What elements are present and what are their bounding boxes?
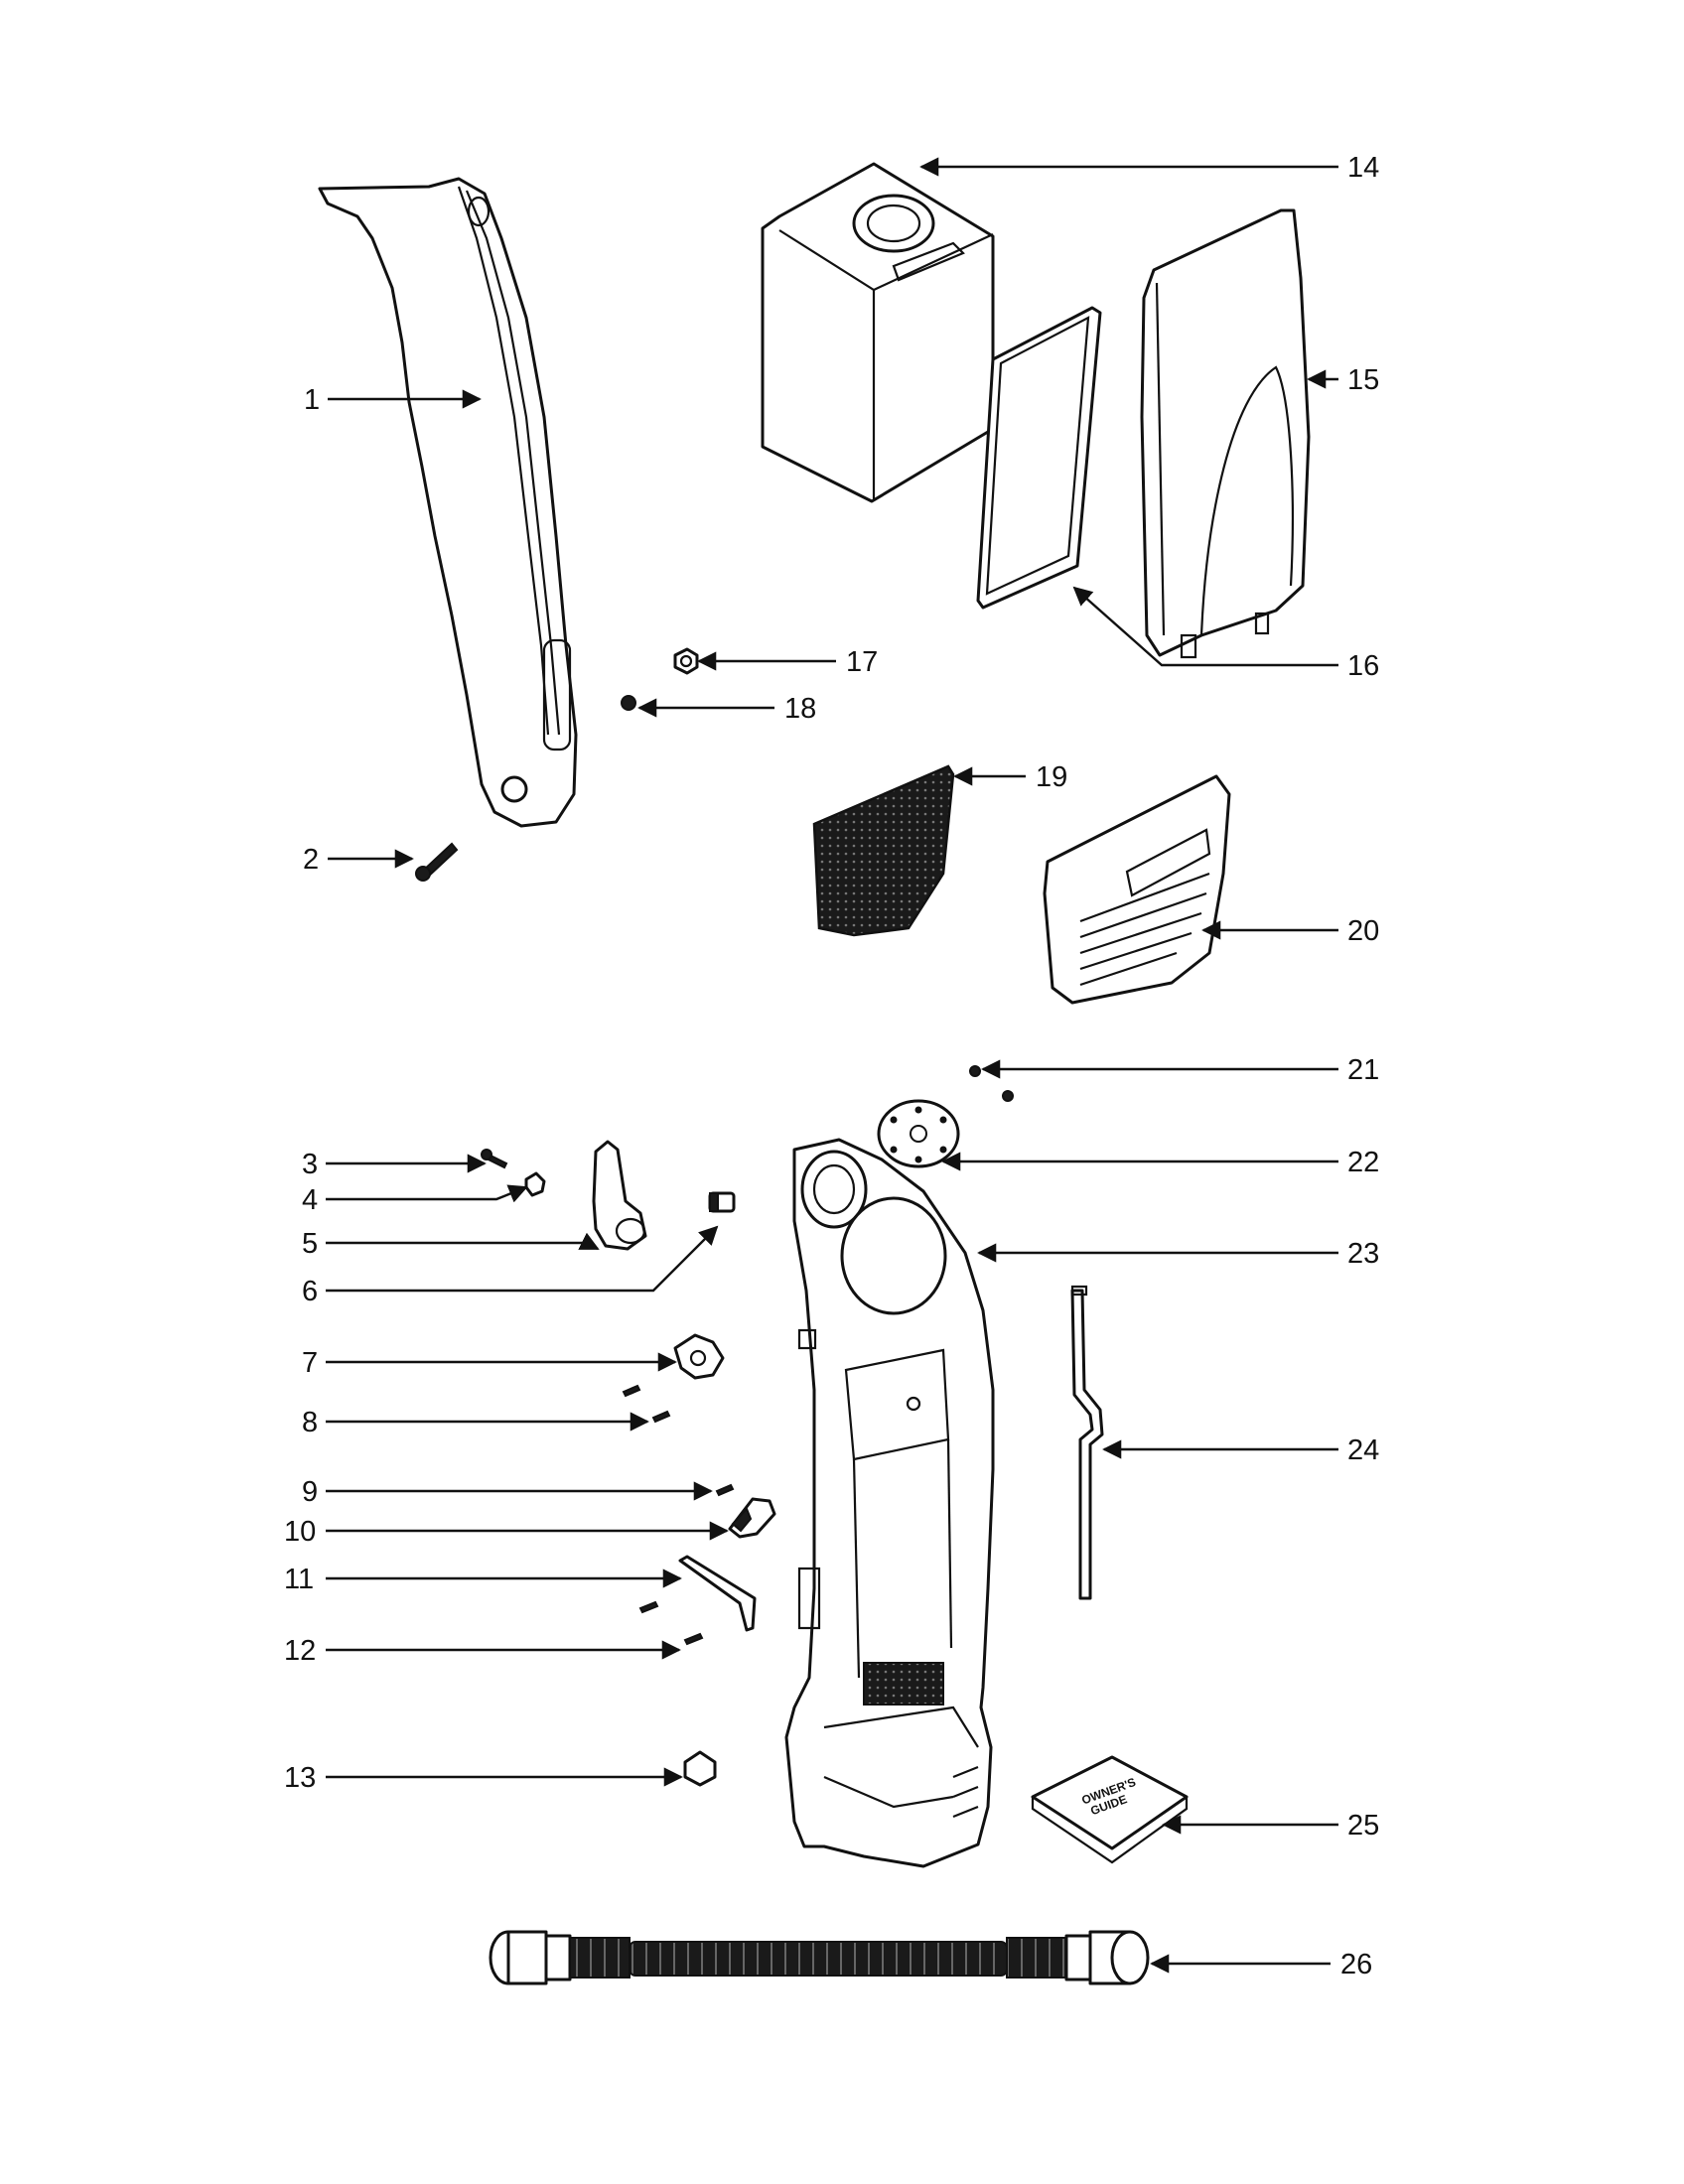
screws-12-part: [638, 1600, 704, 1646]
callout-15: 15: [1347, 364, 1379, 396]
bracket-11-part: [678, 1555, 757, 1632]
leader-5: [326, 1232, 600, 1251]
callout-2: 2: [303, 844, 319, 876]
callout-4: 4: [302, 1184, 318, 1216]
callout-1: 1: [304, 384, 320, 416]
washer-part: [621, 695, 636, 711]
filter-screen-part: [812, 764, 955, 937]
callout-19: 19: [1036, 761, 1067, 793]
bag-housing-part: [761, 162, 995, 503]
screw-3-part: [481, 1149, 508, 1169]
clip-6-part: [708, 1191, 736, 1213]
callout-14: 14: [1347, 152, 1379, 184]
callout-6: 6: [302, 1276, 318, 1307]
callout-10: 10: [284, 1516, 316, 1548]
bracket-7-part: [673, 1333, 725, 1380]
callout-20: 20: [1347, 915, 1379, 947]
callout-7: 7: [302, 1347, 318, 1379]
latch-part: [728, 1497, 776, 1539]
callout-22: 22: [1347, 1147, 1379, 1178]
motor-gasket-part: [877, 1099, 960, 1168]
callout-24: 24: [1347, 1434, 1379, 1466]
callout-26: 26: [1340, 1949, 1372, 1980]
filter-gasket-part: [976, 306, 1102, 610]
screw-9-part: [715, 1483, 735, 1497]
callout-25: 25: [1347, 1810, 1379, 1842]
callout-12: 12: [284, 1635, 316, 1667]
callout-13: 13: [284, 1762, 316, 1794]
small-screws-part: [969, 1065, 1014, 1102]
screws-8-part: [622, 1384, 671, 1424]
leader-16: [1072, 586, 1338, 667]
leader-lines: [326, 157, 1338, 1974]
cord-rod-part: [1070, 1285, 1104, 1600]
front-cover-part: [1140, 208, 1311, 659]
leader-4: [326, 1184, 528, 1203]
owners-guide-part: OWNER'S GUIDE: [1031, 1755, 1189, 1864]
callout-9: 9: [302, 1476, 318, 1508]
callout-8: 8: [302, 1407, 318, 1438]
hose-part: [489, 1930, 1150, 1985]
callout-11: 11: [284, 1564, 314, 1595]
leader-6: [326, 1225, 719, 1293]
clip-13-part: [683, 1750, 717, 1787]
nut-part: [673, 647, 699, 675]
main-body-part: [784, 1138, 995, 1868]
nut-4-part: [524, 1171, 546, 1197]
screw-part: [415, 842, 459, 882]
callout-17: 17: [846, 646, 878, 678]
pedal-part: [592, 1140, 647, 1251]
callout-3: 3: [302, 1149, 318, 1180]
callout-23: 23: [1347, 1238, 1379, 1270]
callout-18: 18: [784, 693, 816, 725]
callout-numbers: 1 2 3 4 5 6 7 8 9 10 11 12 13 14 15 16 1…: [284, 152, 1379, 1980]
callout-5: 5: [302, 1228, 318, 1260]
callout-21: 21: [1347, 1054, 1379, 1086]
callout-16: 16: [1347, 650, 1379, 682]
handle-part: [318, 177, 578, 828]
exhaust-grill-part: [1043, 774, 1231, 1005]
